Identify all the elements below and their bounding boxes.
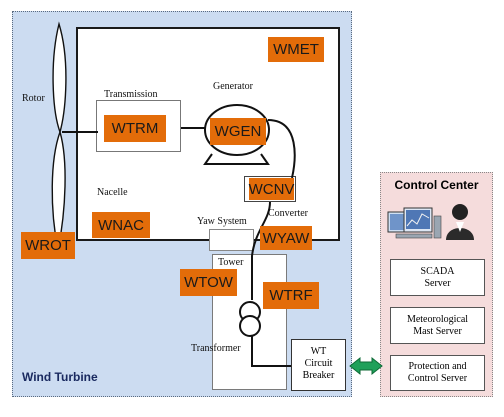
prot-line-1: Protection and (408, 361, 467, 372)
converter-label: Converter (268, 208, 308, 219)
tower-label: Tower (218, 257, 244, 268)
tag-wcnv: WCNV (249, 178, 294, 200)
tag-wrot: WROT (21, 232, 75, 259)
scada-line-1: SCADA (420, 265, 455, 277)
tag-wgen: WGEN (210, 118, 266, 145)
breaker-cable (251, 336, 291, 367)
breaker-line-1: WT (310, 346, 327, 357)
breaker-line-2: Circuit (304, 358, 333, 369)
met-mast-server-box: Meteorological Mast Server (390, 307, 485, 344)
monitor-icon (387, 207, 442, 239)
transformer-label: Transformer (191, 343, 241, 354)
protection-control-server-box: Protection and Control Server (390, 355, 485, 391)
tag-wtrf: WTRF (263, 282, 319, 309)
tag-wtrm: WTRM (104, 115, 166, 142)
scada-server-box: SCADA Server (390, 259, 485, 296)
met-line-1: Meteorological (406, 313, 469, 325)
blade-upper (52, 21, 67, 135)
control-center-title: Control Center (394, 178, 479, 192)
wind-turbine-title: Wind Turbine (22, 370, 98, 384)
rotor-label: Rotor (22, 93, 45, 104)
breaker-line-3: Breaker (302, 370, 335, 381)
nacelle-label: Nacelle (97, 187, 128, 198)
scada-line-2: Server (424, 277, 451, 289)
tag-wmet: WMET (268, 37, 324, 62)
gen-cable (267, 119, 296, 179)
wt-circuit-breaker: WT Circuit Breaker (291, 339, 346, 391)
yaw-system-box (209, 229, 254, 251)
operator-icon (446, 204, 474, 240)
tag-wtow: WTOW (180, 269, 237, 296)
tag-wnac: WNAC (92, 212, 150, 238)
met-line-2: Mast Server (413, 325, 462, 337)
prot-line-2: Control Server (407, 373, 468, 384)
tag-wyaw: WYAW (260, 226, 312, 250)
transmission-label: Transmission (104, 89, 158, 100)
network-link-arrow (349, 356, 383, 376)
yaw-system-label: Yaw System (197, 216, 247, 227)
generator-label: Generator (213, 81, 253, 92)
transformer-coil-bottom (239, 315, 261, 337)
generator-base (203, 153, 270, 165)
